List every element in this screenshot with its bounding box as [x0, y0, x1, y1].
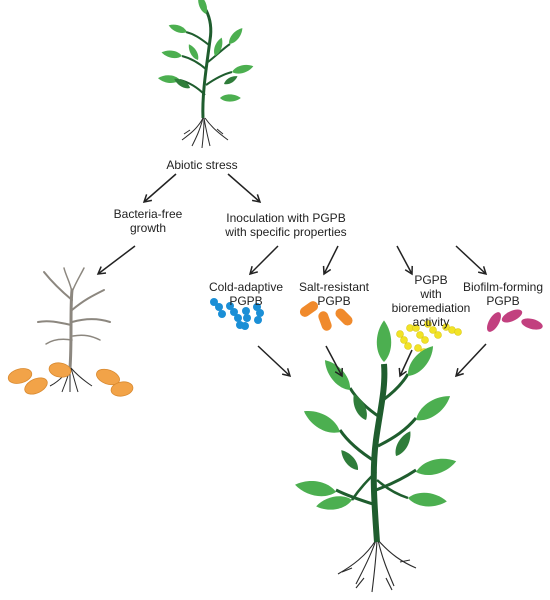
- arrow-salt-to-plant: [325, 345, 343, 378]
- bioremediation-line1: PGPB: [414, 273, 448, 287]
- arrow-cold-to-plant: [257, 345, 292, 378]
- abiotic-stress-text: Abiotic stress: [166, 158, 238, 172]
- bioremediation-line4: activity: [412, 315, 450, 329]
- bacteria-free-line2: growth: [129, 221, 167, 235]
- seed-icon: [7, 362, 134, 397]
- inoculation-label: Inoculation with PGPB with specific prop…: [206, 211, 366, 239]
- bacteria-free-line1: Bacteria-free: [113, 207, 183, 221]
- inoculation-line2: with specific properties: [225, 225, 347, 239]
- arrow-to-cold-adaptive: [248, 245, 279, 276]
- salt-resistant-line2: PGPB: [317, 294, 351, 308]
- salt-resistant-label: Salt-resistant PGPB: [284, 280, 384, 308]
- arrows: [96, 173, 488, 378]
- inoculation-line1: Inoculation with PGPB: [226, 211, 346, 225]
- arrow-bioremediation-to-plant: [398, 349, 413, 378]
- dead-plant-icon: [37, 267, 111, 370]
- biofilm-forming-line2: PGPB: [486, 294, 520, 308]
- arrow-biofilm-to-plant: [454, 343, 487, 378]
- bioremediation-line3: bioremediation: [391, 301, 471, 315]
- bioremediation-line2: with: [420, 287, 442, 301]
- salt-resistant-bacteria-icon: [299, 301, 353, 331]
- cold-adaptive-line2: PGPB: [229, 294, 263, 308]
- biofilm-forming-line1: Biofilm-forming: [462, 280, 543, 294]
- small-healthy-plant-icon: [157, 0, 255, 149]
- arrow-to-salt-resistant: [322, 245, 339, 276]
- salt-resistant-line1: Salt-resistant: [298, 280, 370, 294]
- arrow-to-biofilm: [455, 245, 488, 276]
- arrow-to-bioremediation: [396, 245, 413, 276]
- abiotic-stress-label: Abiotic stress: [142, 158, 262, 172]
- biofilm-forming-bacteria-icon: [487, 309, 543, 332]
- large-healthy-plant-icon: [293, 320, 459, 593]
- arrow-to-inoculation: [227, 173, 262, 203]
- bacteria-free-growth-label: Bacteria-free growth: [88, 207, 208, 235]
- arrow-to-bacteria-free: [142, 173, 177, 203]
- biofilm-forming-label: Biofilm-forming PGPB: [458, 280, 548, 308]
- arrow-to-dead-plant: [96, 245, 136, 275]
- cold-adaptive-label: Cold-adaptive PGPB: [196, 280, 296, 308]
- cold-adaptive-bacteria-icon: [210, 298, 264, 330]
- bioremediation-label: PGPB with bioremediation activity: [376, 273, 486, 329]
- cold-adaptive-line1: Cold-adaptive: [208, 280, 284, 294]
